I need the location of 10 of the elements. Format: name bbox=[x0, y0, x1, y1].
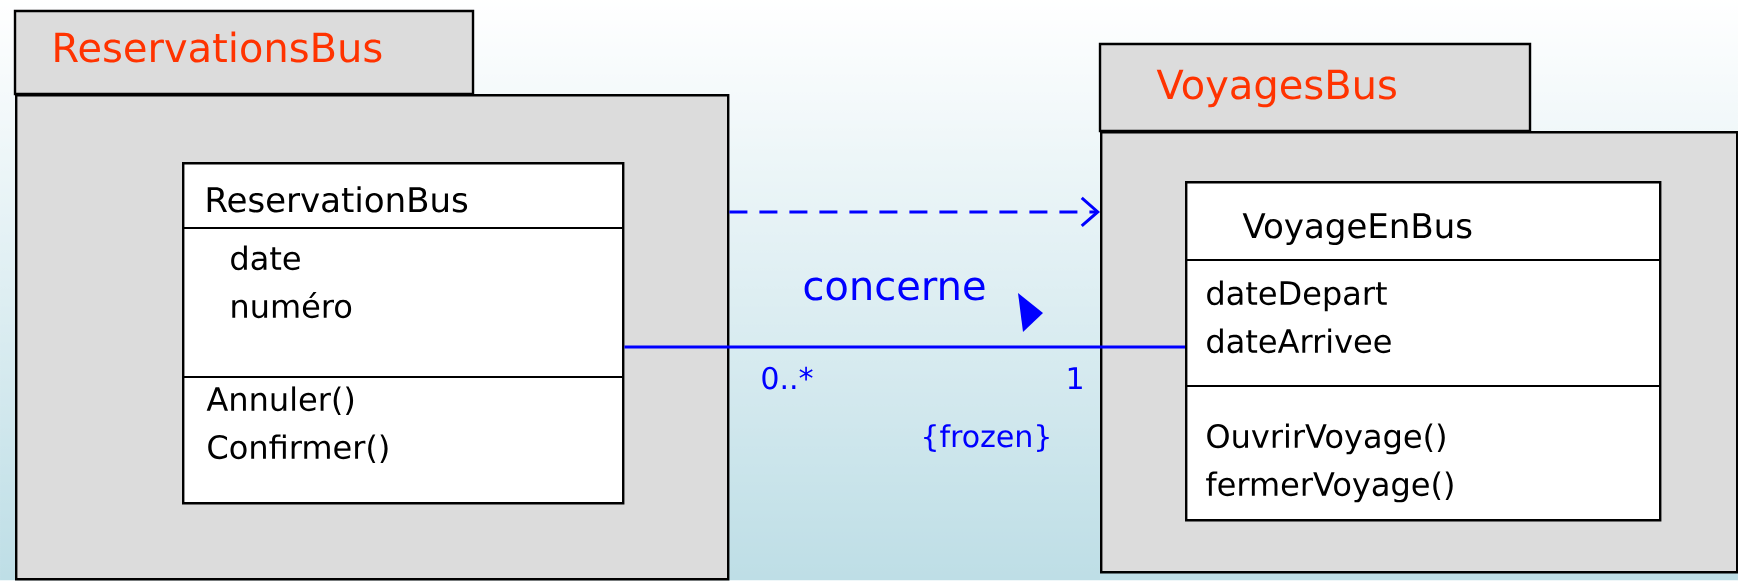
class-box: ReservationBus date numéro Annuler() Confirmer() bbox=[181, 162, 625, 505]
node-label: ReservationsBus bbox=[55, 31, 382, 63]
association-line bbox=[624, 345, 1185, 349]
multiplicity-label: 0..* bbox=[762, 366, 813, 390]
node-label: VoyagesBus bbox=[1156, 69, 1396, 108]
edge-label: concerne bbox=[804, 277, 985, 301]
multiplicity-label: 1 bbox=[1068, 367, 1082, 389]
constraint-label: {frozen} bbox=[924, 424, 1049, 452]
class-box: VoyageEnBus dateDepart dateArrivee OuvrirVoyage() fermerVoyage() bbox=[1184, 181, 1662, 522]
dependency-arrow bbox=[729, 196, 1100, 228]
